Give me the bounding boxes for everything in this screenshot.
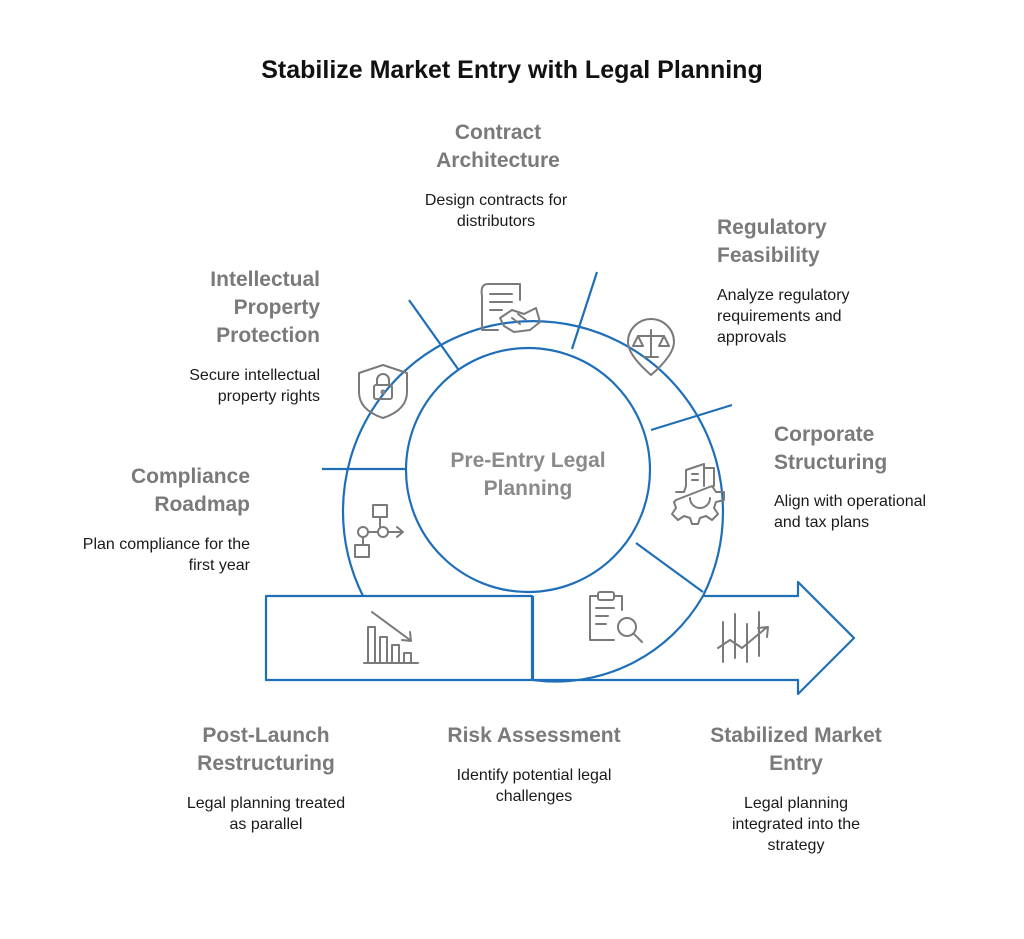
desc-line: Design contracts for: [424, 192, 568, 209]
corporate-structuring-title: Corporate Structuring: [774, 421, 994, 477]
desc-line: Legal planning treated: [186, 795, 346, 812]
stabilized-entry-title: Stabilized Market Entry: [676, 722, 916, 778]
desc-line: distributors: [456, 213, 536, 230]
desc-line: Analyze regulatory: [717, 287, 850, 304]
title-line: Entry: [769, 752, 823, 775]
post-launch-block: [264, 594, 534, 682]
desc-line: Secure intellectual: [189, 367, 320, 384]
title-line: Stabilized Market: [710, 724, 882, 747]
desc-line: property rights: [217, 388, 320, 405]
shield-lock-icon: [358, 364, 408, 419]
corporate-structuring-desc: Align with operational and tax plans: [774, 491, 1004, 533]
title-line: Architecture: [436, 149, 560, 172]
title-line: Risk Assessment: [447, 724, 621, 747]
divider-line: [635, 542, 704, 593]
title-line: Compliance: [130, 465, 250, 488]
desc-line: first year: [188, 557, 250, 574]
desc-line: Legal planning: [743, 795, 849, 812]
desc-line: Align with operational: [774, 493, 927, 510]
risk-assessment-title: Risk Assessment: [414, 722, 654, 750]
scales-pin-icon: [627, 318, 675, 376]
desc-line: integrated into the: [731, 816, 861, 833]
post-launch-desc: Legal planning treated as parallel: [156, 793, 376, 835]
ip-protection-desc: Secure intellectual property rights: [100, 365, 320, 407]
declining-bar-chart-icon: [363, 611, 419, 664]
desc-line: as parallel: [229, 816, 303, 833]
center-title-line-2: Planning: [484, 477, 573, 500]
compliance-roadmap-desc: Plan compliance for the first year: [30, 534, 250, 576]
desc-line: and tax plans: [774, 514, 870, 531]
divider-line: [650, 403, 733, 432]
flowchart-icon: [354, 504, 404, 558]
title-line: Protection: [216, 324, 320, 347]
title-line: Intellectual: [210, 268, 320, 291]
ring-arrow-outline: [341, 320, 856, 696]
post-launch-title: Post-Launch Restructuring: [156, 722, 376, 778]
regulatory-feasibility-desc: Analyze regulatory requirements and appr…: [717, 285, 937, 348]
desc-line: Plan compliance for the: [82, 536, 250, 553]
desc-line: requirements and: [717, 308, 842, 325]
building-gear-icon: [671, 463, 725, 525]
desc-line: approvals: [717, 329, 787, 346]
contract-architecture-title: Contract Architecture: [398, 119, 598, 175]
regulatory-feasibility-title: Regulatory Feasibility: [717, 214, 917, 270]
diagram-title: Stabilize Market Entry with Legal Planni…: [261, 56, 763, 84]
center-title-line-1: Pre-Entry Legal: [450, 449, 605, 472]
desc-line: challenges: [495, 788, 573, 805]
rising-chart-icon: [717, 611, 769, 663]
desc-line: strategy: [767, 837, 825, 854]
title-line: Roadmap: [154, 493, 250, 516]
risk-assessment-desc: Identify potential legal challenges: [414, 765, 654, 807]
title-line: Contract: [454, 121, 542, 144]
contract-handshake-icon: [480, 283, 541, 333]
desc-line: Identify potential legal: [456, 767, 612, 784]
stabilized-entry-desc: Legal planning integrated into the strat…: [676, 793, 916, 856]
compliance-roadmap-title: Compliance Roadmap: [30, 463, 250, 519]
title-line: Regulatory: [717, 216, 827, 239]
ip-protection-title: Intellectual Property Protection: [100, 266, 320, 350]
title-line: Corporate: [774, 423, 875, 446]
divider-line: [408, 299, 459, 370]
title-line: Restructuring: [197, 752, 335, 775]
title-line: Post-Launch: [202, 724, 330, 747]
divider-line: [570, 271, 599, 350]
title-line: Feasibility: [717, 244, 820, 267]
title-line: Property: [233, 296, 320, 319]
contract-architecture-desc: Design contracts for distributors: [386, 190, 606, 232]
risk-sector-outline: [531, 595, 704, 683]
title-line: Structuring: [774, 451, 888, 474]
clipboard-magnifier-icon: [589, 591, 643, 643]
